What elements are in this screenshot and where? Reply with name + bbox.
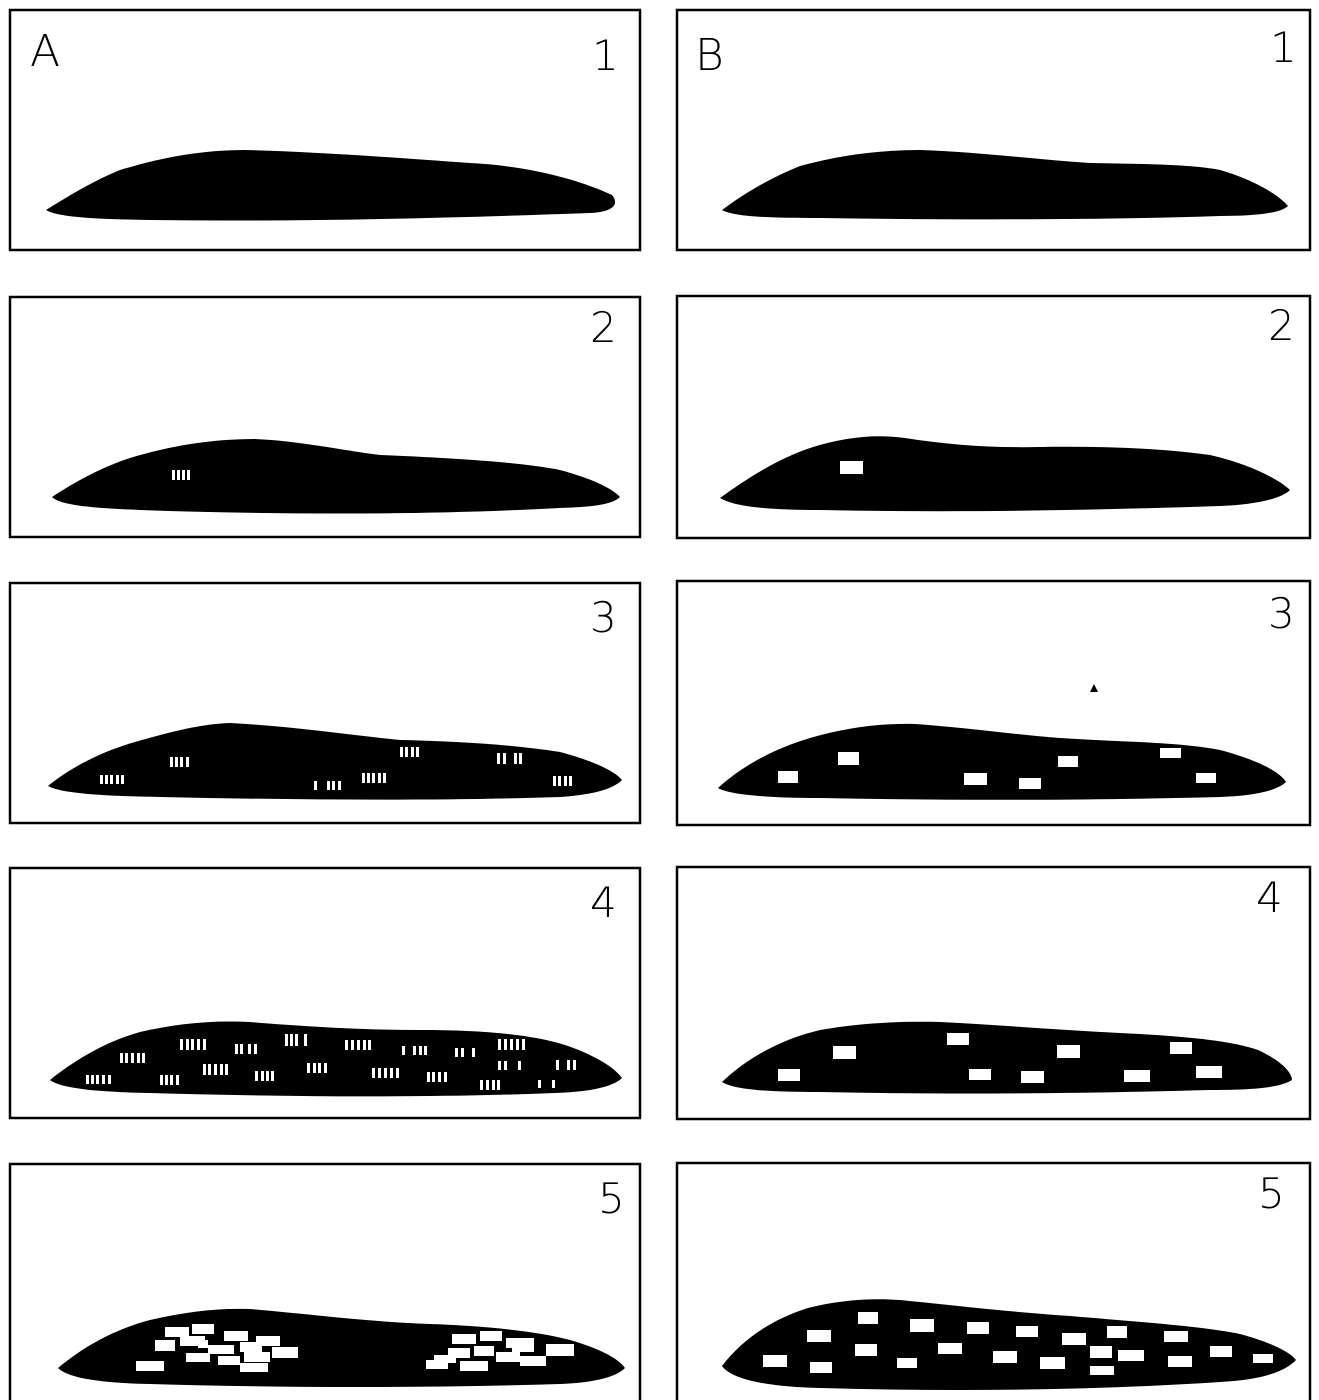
silhouette <box>52 439 620 514</box>
silhouette <box>50 1021 622 1096</box>
row-number: 1 <box>1270 23 1297 72</box>
row-number: 4 <box>590 878 617 927</box>
panel-b-3: 3 <box>677 581 1310 825</box>
panel-b-1: B 1 <box>677 10 1310 250</box>
panel-a-2: 2 <box>10 297 640 537</box>
panel-a-1: A 1 <box>10 10 640 250</box>
silhouette <box>720 436 1290 511</box>
row-number: 4 <box>1256 873 1283 922</box>
panel-a-5: 5 <box>10 1164 640 1400</box>
silhouette <box>58 1309 625 1387</box>
silhouette <box>46 150 615 221</box>
row-number: 5 <box>1258 1169 1285 1218</box>
panel-a-3: 3 <box>10 583 640 823</box>
row-number: 3 <box>1268 589 1295 638</box>
silhouette <box>718 724 1286 800</box>
row-number: 3 <box>590 593 617 642</box>
panel-b-2: 2 <box>677 296 1310 538</box>
row-number: 5 <box>598 1174 625 1223</box>
panel-a-4: 4 <box>10 868 640 1118</box>
silhouette <box>722 1022 1292 1094</box>
row-number: 2 <box>1268 301 1295 350</box>
column-b-label: B <box>695 30 724 81</box>
silhouette <box>1090 684 1098 692</box>
silhouette <box>722 1299 1296 1390</box>
solid-spot <box>840 461 863 474</box>
panel-b-4: 4 <box>677 867 1310 1119</box>
column-a-label: A <box>30 26 60 77</box>
row-number: 2 <box>590 303 617 352</box>
panel-b-5: 5 <box>677 1163 1310 1400</box>
row-number: 1 <box>592 31 619 80</box>
silhouette <box>722 150 1288 219</box>
